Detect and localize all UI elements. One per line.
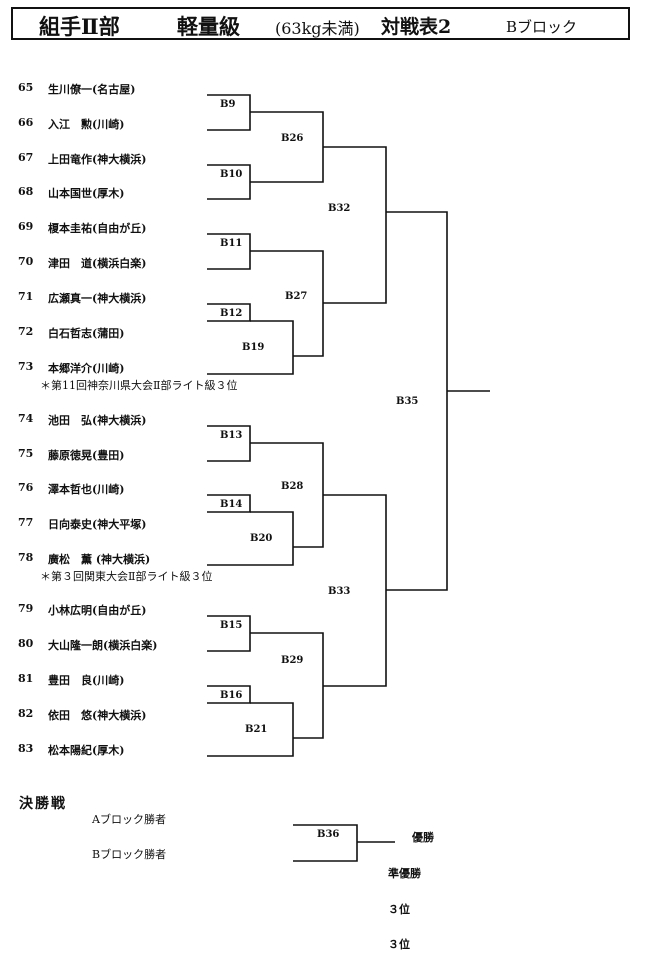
bracket-b20 xyxy=(207,511,294,566)
match-label: B32 xyxy=(328,203,351,214)
final-entry-a: Aブロック勝者 xyxy=(92,813,166,826)
title-box: 組手Ⅱ部 軽量級 (63kg未満) 対戦表2 Bブロック xyxy=(11,7,630,40)
bracket-b27 xyxy=(250,250,324,357)
bracket-b35 xyxy=(386,211,448,591)
division-title: 組手Ⅱ部 xyxy=(39,14,120,39)
final-entry-b: Bブロック勝者 xyxy=(92,848,167,861)
match-label: B29 xyxy=(281,655,304,666)
match-label: B36 xyxy=(317,829,340,840)
match-label: B12 xyxy=(220,308,243,319)
match-label: B33 xyxy=(328,586,351,597)
bracket-b19 xyxy=(207,320,294,375)
bracket-b28 xyxy=(250,442,324,548)
bracket-b32 xyxy=(323,146,387,304)
match-label: B10 xyxy=(220,169,243,180)
bracket-b16 xyxy=(207,685,251,704)
bracket-b26 xyxy=(250,111,324,183)
match-label: B11 xyxy=(220,238,243,249)
match-label: B13 xyxy=(220,430,243,441)
weight-class: 軽量級 xyxy=(177,14,240,39)
match-label: B28 xyxy=(281,481,304,492)
match-label: B19 xyxy=(242,342,265,353)
rank-third: ３位 xyxy=(388,938,410,951)
final-title: 決勝戦 xyxy=(19,796,67,812)
table-label: 対戦表2 xyxy=(381,16,452,38)
rank-third: ３位 xyxy=(388,903,410,916)
block-label: Bブロック xyxy=(506,18,578,36)
bracket-b21 xyxy=(207,702,294,757)
bracket-b12 xyxy=(207,303,251,322)
match-label: B9 xyxy=(220,99,236,110)
match-label: B15 xyxy=(220,620,243,631)
match-label: B20 xyxy=(250,533,273,544)
player-note: ＊第11回神奈川県大会Ⅱ部ライト級３位 xyxy=(40,379,238,392)
player-note: ＊第３回関東大会Ⅱ部ライト級３位 xyxy=(40,570,213,583)
rank-champion: 優勝 xyxy=(412,831,434,844)
bracket-b36 xyxy=(293,824,358,862)
match-label: B16 xyxy=(220,690,243,701)
match-label: B14 xyxy=(220,499,243,510)
match-label: B26 xyxy=(281,133,304,144)
match-label: B21 xyxy=(245,724,268,735)
match-label: B27 xyxy=(285,291,308,302)
bracket-b14 xyxy=(207,494,251,513)
bracket-b29 xyxy=(250,632,324,739)
match-label: B35 xyxy=(396,396,419,407)
weight-limit: (63kg未満) xyxy=(275,19,360,38)
rank-runner-up: 準優勝 xyxy=(388,867,421,880)
